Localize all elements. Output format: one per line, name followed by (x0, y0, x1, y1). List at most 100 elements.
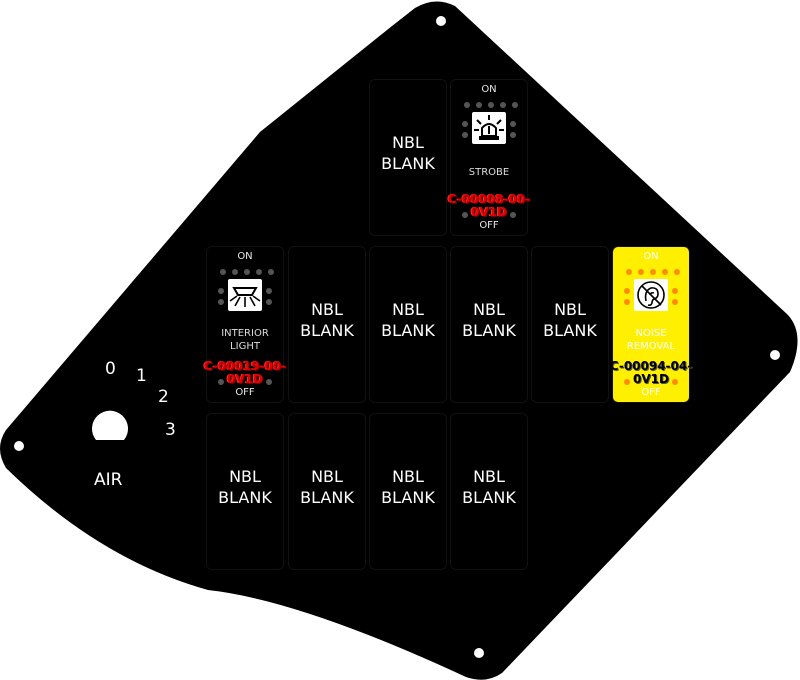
part-code-line: C-00019-00- (203, 359, 287, 373)
switch-nbl-blank[interactable]: NBL BLANK (370, 80, 446, 235)
indicator-led (510, 121, 516, 127)
indicator-led (462, 212, 468, 218)
blank-label-line: BLANK (462, 321, 516, 340)
indicator-led (218, 379, 224, 385)
indicator-led (672, 379, 678, 385)
blank-label: NBL BLANK (207, 466, 283, 508)
knob-position-0: 0 (105, 359, 116, 379)
air-knob-label: AIR (94, 470, 123, 490)
dome-light-icon (228, 279, 262, 311)
indicator-led (232, 269, 238, 275)
indicator-led (650, 269, 656, 275)
switch-label: INTERIOR LIGHT (207, 327, 283, 353)
part-code-line: 0V1D (471, 205, 507, 219)
indicator-led (218, 288, 224, 294)
mount-hole (436, 16, 446, 26)
blank-label: NBL BLANK (532, 299, 608, 341)
blank-label-line: BLANK (300, 488, 354, 507)
indicator-led (266, 299, 272, 305)
blank-label-line: NBL (311, 467, 343, 486)
blank-label-line: BLANK (381, 488, 435, 507)
blank-label-line: NBL (311, 300, 343, 319)
indicator-led (672, 299, 678, 305)
switch-nbl-blank[interactable]: NBL BLANK (289, 247, 365, 402)
mount-hole (474, 648, 484, 658)
indicator-led (464, 102, 470, 108)
indicator-led (244, 269, 250, 275)
indicator-led (510, 212, 516, 218)
switch-label-line: NOISE (635, 328, 667, 339)
indicator-led (624, 299, 630, 305)
part-code: C-00094-04-0V1D (609, 360, 693, 386)
indicator-led (672, 288, 678, 294)
strobe-beacon-icon (472, 112, 506, 144)
indicator-led (674, 269, 680, 275)
knob-position-1: 1 (136, 366, 147, 386)
blank-label: NBL BLANK (370, 466, 446, 508)
blank-label-line: BLANK (218, 488, 272, 507)
blank-label-line: NBL (554, 300, 586, 319)
off-label: OFF (235, 387, 255, 398)
indicator-led (510, 132, 516, 138)
off-label: OFF (641, 387, 661, 398)
part-code-line: 0V1D (633, 372, 669, 386)
indicator-led (462, 121, 468, 127)
switch-label: NOISE REMOVAL (613, 327, 689, 353)
indicator-led (624, 288, 630, 294)
switch-nbl-blank[interactable]: NBL BLANK (451, 414, 527, 569)
switch-nbl-blank[interactable]: NBL BLANK (532, 247, 608, 402)
blank-label: NBL BLANK (289, 299, 365, 341)
switch-nbl-blank[interactable]: NBL BLANK (451, 247, 527, 402)
off-label: OFF (479, 220, 499, 231)
indicator-led (662, 269, 668, 275)
blank-label-line: NBL (473, 300, 505, 319)
blank-label-line: BLANK (462, 488, 516, 507)
on-label: ON (237, 251, 253, 262)
switch-label-line: STROBE (468, 167, 510, 178)
indicator-led (512, 102, 518, 108)
switch-label-line: INTERIOR (221, 328, 269, 339)
switch-nbl-blank[interactable]: NBL BLANK (207, 414, 283, 569)
switch-strobe[interactable]: ON STROBE C-00008-00-0V1D OFF (448, 80, 530, 235)
blank-label-line: NBL (392, 300, 424, 319)
switch-nbl-blank[interactable]: NBL BLANK (289, 414, 365, 569)
part-code: C-00008-00-0V1D (447, 193, 531, 219)
indicator-led (624, 379, 630, 385)
indicator-led (266, 379, 272, 385)
blank-label-line: NBL (392, 467, 424, 486)
blank-label: NBL BLANK (370, 132, 446, 174)
indicator-led (256, 269, 262, 275)
indicator-led (638, 269, 644, 275)
part-code: C-00019-00-0V1D (203, 360, 287, 386)
blank-label: NBL BLANK (451, 466, 527, 508)
switch-label-line: REMOVAL (626, 341, 676, 352)
knob-position-2: 2 (158, 387, 169, 407)
knob-position-3: 3 (165, 420, 176, 440)
indicator-led (476, 102, 482, 108)
indicator-led (220, 269, 226, 275)
switch-label: STROBE (451, 166, 527, 179)
switch-label-line: LIGHT (230, 341, 260, 352)
indicator-led (500, 102, 506, 108)
part-code-line: C-00094-04- (609, 359, 693, 373)
blank-label-line: BLANK (543, 321, 597, 340)
indicator-led (218, 299, 224, 305)
blank-label-line: BLANK (300, 321, 354, 340)
switch-nbl-blank[interactable]: NBL BLANK (370, 414, 446, 569)
switch-interior-light[interactable]: ON INTERIOR LIGHT C-00019-00-0V1D OFF (204, 247, 286, 402)
mount-hole (14, 441, 24, 451)
indicator-led (488, 102, 494, 108)
blank-label-line: NBL (229, 467, 261, 486)
blank-label-line: NBL (473, 467, 505, 486)
air-knob[interactable] (92, 410, 128, 440)
blank-label-line: BLANK (381, 154, 435, 173)
indicator-led (462, 132, 468, 138)
on-label: ON (481, 84, 497, 95)
blank-label: NBL BLANK (451, 299, 527, 341)
blank-label-line: NBL (392, 133, 424, 152)
indicator-led (626, 269, 632, 275)
